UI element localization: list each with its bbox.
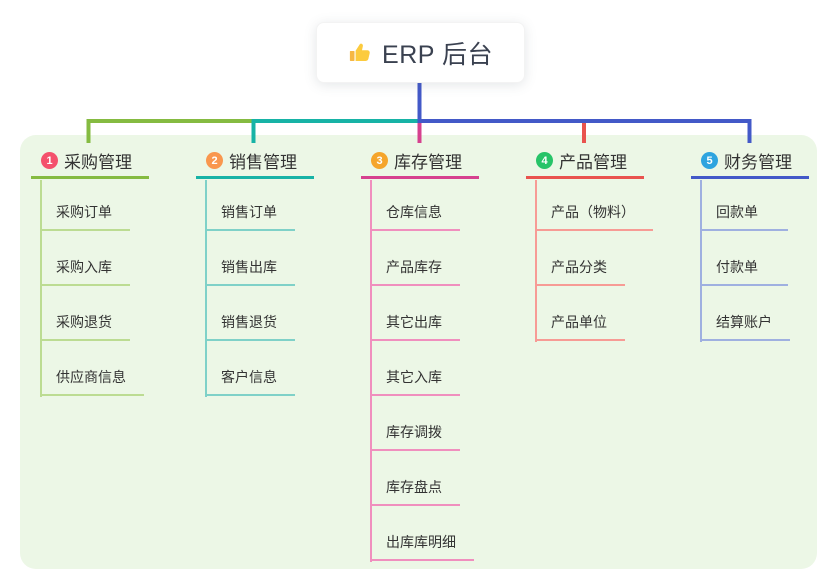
leaf-node[interactable]: 销售出库: [205, 258, 295, 286]
leaf-node[interactable]: 付款单: [700, 258, 788, 286]
root-node[interactable]: ERP 后台: [316, 22, 525, 83]
connector-line-finance-and-trunk: [417, 81, 752, 143]
branch-title: 销售管理: [229, 153, 297, 172]
leaf-node[interactable]: 回款单: [700, 203, 788, 231]
branch-trunk-line: [700, 179, 702, 342]
leaf-node[interactable]: 采购退货: [40, 313, 130, 341]
leaf-node[interactable]: 采购订单: [40, 203, 130, 231]
branch-product: 4 产品管理 产品（物料） 产品分类 产品单位: [526, 150, 653, 342]
branch-number-badge: 5: [701, 152, 718, 169]
branch-title: 库存管理: [394, 153, 462, 172]
branch-title: 产品管理: [559, 153, 627, 172]
root-title: ERP 后台: [382, 40, 493, 69]
leaf-node[interactable]: 产品单位: [535, 313, 625, 341]
branch-node-purchase[interactable]: 1 采购管理: [31, 150, 149, 179]
leaf-node[interactable]: 出库库明细: [370, 533, 474, 561]
branch-node-inventory[interactable]: 3 库存管理: [361, 150, 479, 179]
branch-trunk-line: [370, 179, 372, 562]
leaf-node[interactable]: 产品库存: [370, 258, 460, 286]
branch-purchase: 1 采购管理 采购订单 采购入库 采购退货 供应商信息: [31, 150, 149, 397]
leaf-node[interactable]: 库存盘点: [370, 478, 460, 506]
branch-title: 财务管理: [724, 153, 792, 172]
leaf-node[interactable]: 产品（物料）: [535, 203, 653, 231]
branch-sales: 2 销售管理 销售订单 销售出库 销售退货 客户信息: [196, 150, 314, 397]
branch-trunk-line: [40, 179, 42, 397]
branch-number-badge: 1: [41, 152, 58, 169]
leaf-node[interactable]: 销售退货: [205, 313, 295, 341]
branch-node-product[interactable]: 4 产品管理: [526, 150, 644, 179]
branch-number-badge: 4: [536, 152, 553, 169]
leaf-node[interactable]: 客户信息: [205, 368, 295, 396]
leaf-node[interactable]: 其它出库: [370, 313, 460, 341]
leaf-node[interactable]: 供应商信息: [40, 368, 144, 396]
branch-number-badge: 2: [206, 152, 223, 169]
branch-trunk-line: [535, 179, 537, 342]
branch-number-badge: 3: [371, 152, 388, 169]
branch-inventory: 3 库存管理 仓库信息 产品库存 其它出库 其它入库 库存调拨 库存盘点 出库库…: [361, 150, 479, 562]
thumbs-up-icon: [349, 43, 370, 61]
leaf-node[interactable]: 采购入库: [40, 258, 130, 286]
branch-finance: 5 财务管理 回款单 付款单 结算账户: [691, 150, 809, 342]
leaf-node[interactable]: 结算账户: [700, 313, 790, 341]
branch-trunk-line: [205, 179, 207, 397]
leaf-node[interactable]: 库存调拨: [370, 423, 460, 451]
leaf-node[interactable]: 销售订单: [205, 203, 295, 231]
leaf-node[interactable]: 产品分类: [535, 258, 625, 286]
branch-node-finance[interactable]: 5 财务管理: [691, 150, 809, 179]
branch-title: 采购管理: [64, 153, 132, 172]
branches-background-panel: [20, 135, 817, 569]
branch-node-sales[interactable]: 2 销售管理: [196, 150, 314, 179]
leaf-node[interactable]: 仓库信息: [370, 203, 460, 231]
leaf-node[interactable]: 其它入库: [370, 368, 460, 396]
